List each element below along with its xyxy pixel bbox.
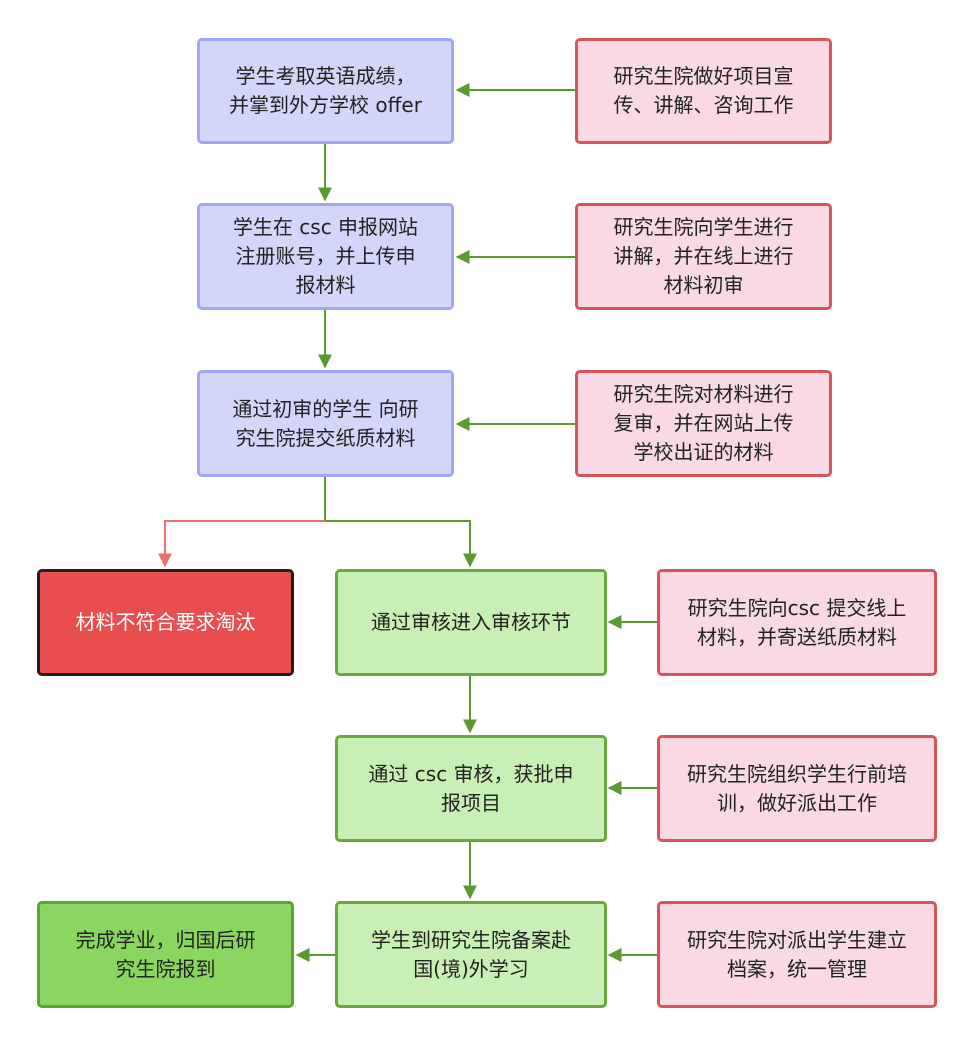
action-initial-review: 研究生院向学生进行 讲解，并在线上进行 材料初审 xyxy=(575,203,832,310)
step-csc-approved: 通过 csc 审核，获批申 报项目 xyxy=(335,735,607,842)
edge-s3-s4 xyxy=(324,477,477,568)
step-submit-paper: 通过初审的学生 向研 究生院提交纸质材料 xyxy=(197,370,454,477)
result-rejected: 材料不符合要求淘汰 xyxy=(37,569,294,676)
action-pre-departure-training: 研究生院组织学生行前培 训，做好派出工作 xyxy=(657,735,937,842)
action-promotion: 研究生院做好项目宣 传、讲解、咨询工作 xyxy=(575,38,832,144)
step-review: 通过审核进入审核环节 xyxy=(335,569,607,676)
step-english-offer: 学生考取英语成绩， 并掌到外方学校 offer xyxy=(197,38,454,144)
action-re-review: 研究生院对材料进行 复审，并在网站上传 学校出证的材料 xyxy=(575,370,832,477)
step-record-abroad: 学生到研究生院备案赴 国(境)外学习 xyxy=(335,901,607,1008)
action-archive: 研究生院对派出学生建立 档案，统一管理 xyxy=(657,901,937,1008)
edge-s3-fail xyxy=(158,520,325,568)
step-return-report: 完成学业，归国后研 究生院报到 xyxy=(37,901,294,1008)
step-csc-register: 学生在 csc 申报网站 注册账号，并上传申 报材料 xyxy=(197,203,454,310)
action-submit-csc: 研究生院向csc 提交线上 材料，并寄送纸质材料 xyxy=(657,569,937,676)
